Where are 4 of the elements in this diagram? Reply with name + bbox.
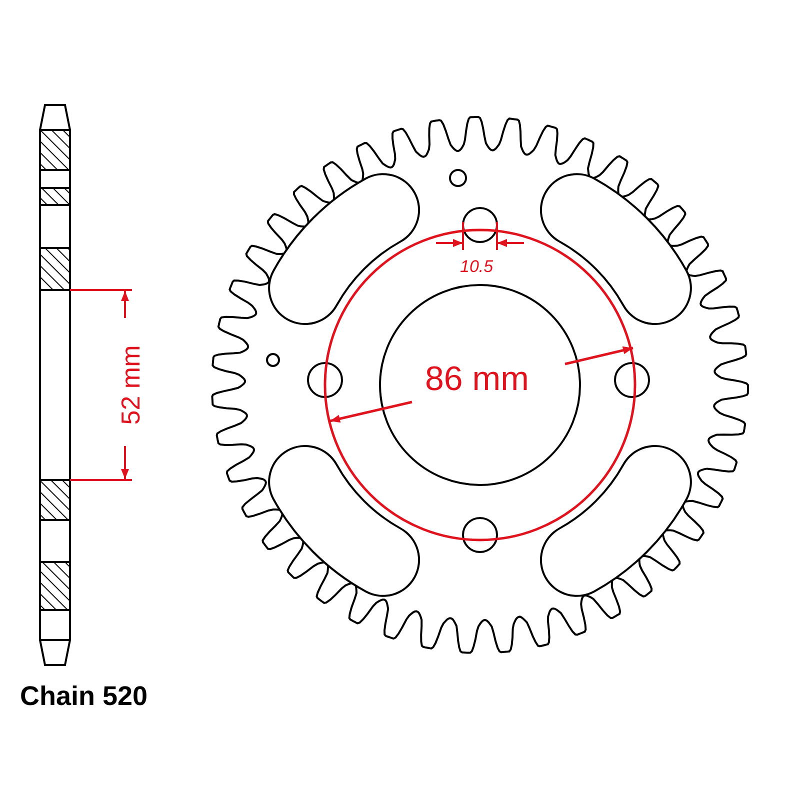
dimension-label: 86 mm [425, 362, 529, 396]
dimension-label: 10.5 [460, 258, 494, 275]
dimension-label: 52 mm [118, 345, 144, 425]
chain-size-label: Chain 520 [20, 683, 148, 710]
